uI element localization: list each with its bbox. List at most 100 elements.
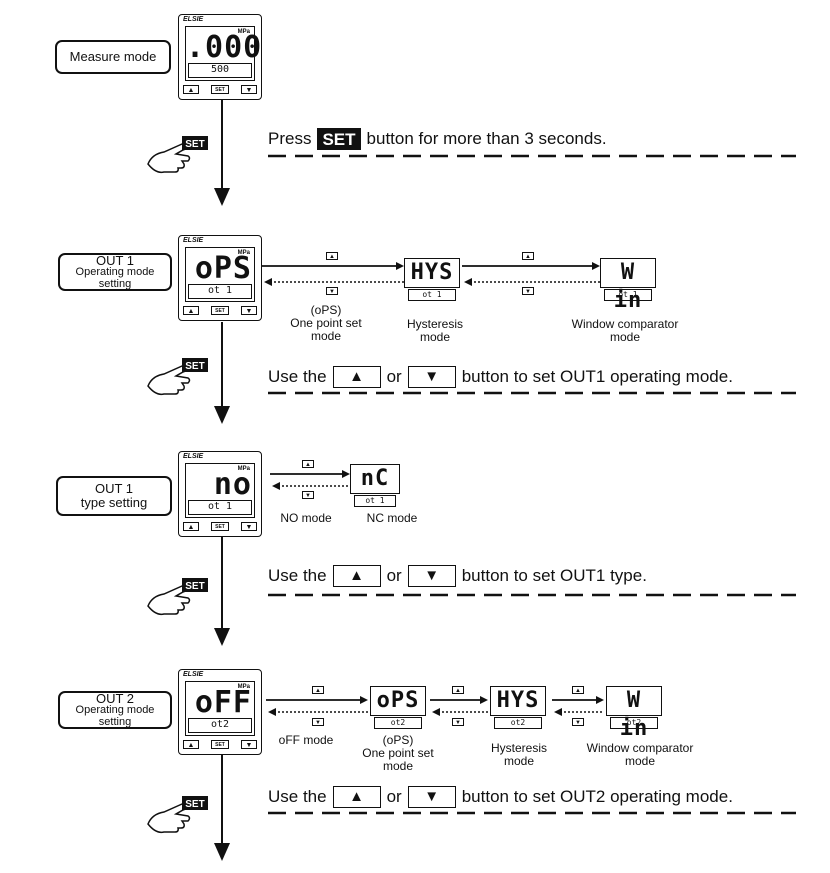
step2-transition-arrows — [262, 262, 600, 286]
instruction-prefix: Use the — [268, 367, 327, 386]
down-arrow-key-icon: ▼ — [522, 287, 534, 295]
instruction-prefix: Use the — [268, 787, 327, 806]
sub-readout: 500 — [188, 63, 252, 78]
sub-readout: ot 1 — [188, 284, 252, 299]
caption-line: oFF mode — [278, 733, 334, 747]
option-sub: ot2 — [374, 717, 422, 729]
set-button[interactable]: SET — [211, 522, 229, 531]
instruction-prefix: Use the — [268, 566, 327, 585]
step4-transition-arrows — [266, 696, 604, 716]
device-display-out1-type: ELSIE MPa no ot 1 ▲ SET ▼ — [178, 451, 262, 537]
up-button[interactable]: ▲ — [183, 522, 199, 531]
unit-label: MPa — [237, 29, 250, 35]
mode-label-line: Measure mode — [69, 49, 157, 65]
out1-operating-mode-label: OUT 1 Operating mode setting — [58, 253, 172, 291]
up-arrow-key-icon: ▲ — [312, 686, 324, 694]
device-buttons: ▲ SET ▼ — [183, 740, 257, 751]
instruction-or: or — [386, 566, 402, 585]
down-button[interactable]: ▼ — [241, 306, 257, 315]
option-screen: HYS — [490, 686, 546, 716]
brand-logo: ELSIE — [183, 16, 204, 23]
device-screen: MPa no ot 1 — [185, 463, 255, 518]
caption-line: Hysteresis — [406, 317, 463, 331]
unit-label: MPa — [237, 466, 250, 472]
caption-line: One point set — [290, 316, 362, 330]
up-arrow-key-icon: ▲ — [302, 460, 314, 468]
pointing-hand-icon: SET — [142, 130, 212, 180]
down-arrow-key-icon: ▼ — [312, 718, 324, 726]
unit-label: MPa — [237, 250, 250, 256]
down-arrow-key-icon: ▼ — [572, 718, 584, 726]
up-arrow-key-icon: ▲ — [452, 686, 464, 694]
option-screen: W in — [606, 686, 662, 741]
brand-logo: ELSIE — [183, 453, 204, 460]
down-button[interactable]: ▼ — [241, 85, 257, 94]
instruction-suffix: button to set OUT1 type. — [461, 566, 647, 585]
instruction-step4: Use the ▲ or ▼ button to set OUT2 operat… — [268, 786, 733, 808]
option-display-window: W in ot 1 — [600, 258, 656, 313]
caption-line: mode — [624, 754, 656, 768]
option-sub: ot 1 — [354, 495, 396, 507]
step3-transition-arrows — [270, 470, 350, 490]
caption-line: Window comparator — [586, 741, 694, 755]
pointing-hand-icon: SET — [142, 352, 212, 402]
up-button[interactable]: ▲ — [183, 85, 199, 94]
caption-window-comparator: Window comparator mode — [572, 742, 708, 768]
caption-hysteresis: Hysteresis mode — [390, 318, 480, 344]
sub-readout: ot2 — [188, 718, 252, 733]
down-arrow-key-icon: ▼ — [452, 718, 464, 726]
out2-operating-mode-label: OUT 2 Operating mode setting — [58, 691, 172, 729]
hand-set-label: SET — [185, 581, 204, 592]
up-button[interactable]: ▲ — [183, 740, 199, 749]
main-readout: no — [213, 467, 252, 502]
caption-line: mode — [310, 329, 342, 343]
up-button[interactable]: ▲ — [183, 306, 199, 315]
caption-line: Window comparator — [571, 317, 679, 331]
sub-readout: ot 1 — [188, 500, 252, 515]
up-arrow-key-icon: ▲ — [332, 786, 381, 808]
device-screen: MPa oFF ot2 — [185, 681, 255, 736]
down-button[interactable]: ▼ — [241, 740, 257, 749]
set-button[interactable]: SET — [211, 306, 229, 315]
down-arrow-key-icon: ▼ — [302, 491, 314, 499]
device-display-measure: ELSIE MPa .000 500 ▲ SET ▼ — [178, 14, 262, 100]
up-arrow-key-icon: ▲ — [522, 252, 534, 260]
option-sub: ot2 — [610, 717, 658, 729]
set-button[interactable]: SET — [211, 85, 229, 94]
caption-nc-mode: NC mode — [354, 512, 430, 525]
down-arrow-key-icon: ▼ — [407, 786, 456, 808]
caption-window-comparator: Window comparator mode — [560, 318, 690, 344]
caption-line: mode — [382, 759, 414, 773]
unit-label: MPa — [237, 684, 250, 690]
out1-type-setting-label: OUT 1 type setting — [56, 476, 172, 516]
main-readout: oFF — [194, 685, 252, 720]
flow-arrow-1 — [214, 188, 230, 206]
main-readout: .000 — [186, 30, 263, 65]
mode-label-line: OUT 1 — [94, 481, 134, 497]
down-arrow-key-icon: ▼ — [326, 287, 338, 295]
set-button[interactable]: SET — [211, 740, 229, 749]
up-arrow-key-icon: ▲ — [332, 565, 381, 587]
device-buttons: ▲ SET ▼ — [183, 85, 257, 96]
mode-label-line: OUT 1 — [95, 252, 135, 268]
pointing-hand-icon: SET — [142, 790, 212, 840]
option-display-hysteresis: HYS ot 1 — [404, 258, 460, 301]
instruction-or: or — [386, 787, 402, 806]
option-display-nc: nC ot 1 — [350, 464, 400, 507]
instruction-step1: Press SET button for more than 3 seconds… — [268, 128, 607, 150]
device-buttons: ▲ SET ▼ — [183, 522, 257, 533]
flow-arrow-4 — [214, 843, 230, 861]
hand-set-label: SET — [185, 139, 204, 150]
hand-set-label: SET — [185, 799, 204, 810]
caption-line: Hysteresis — [490, 741, 547, 755]
caption-line: (oPS) — [310, 303, 342, 317]
brand-logo: ELSIE — [183, 671, 204, 678]
caption-line: (oPS) — [382, 733, 414, 747]
caption-line: mode — [609, 330, 641, 344]
down-button[interactable]: ▼ — [241, 522, 257, 531]
instruction-suffix: button for more than 3 seconds. — [366, 129, 607, 148]
instruction-suffix: button to set OUT1 operating mode. — [461, 367, 733, 386]
caption-one-point-set: (oPS) One point set mode — [348, 734, 448, 773]
caption-hysteresis: Hysteresis mode — [474, 742, 564, 768]
